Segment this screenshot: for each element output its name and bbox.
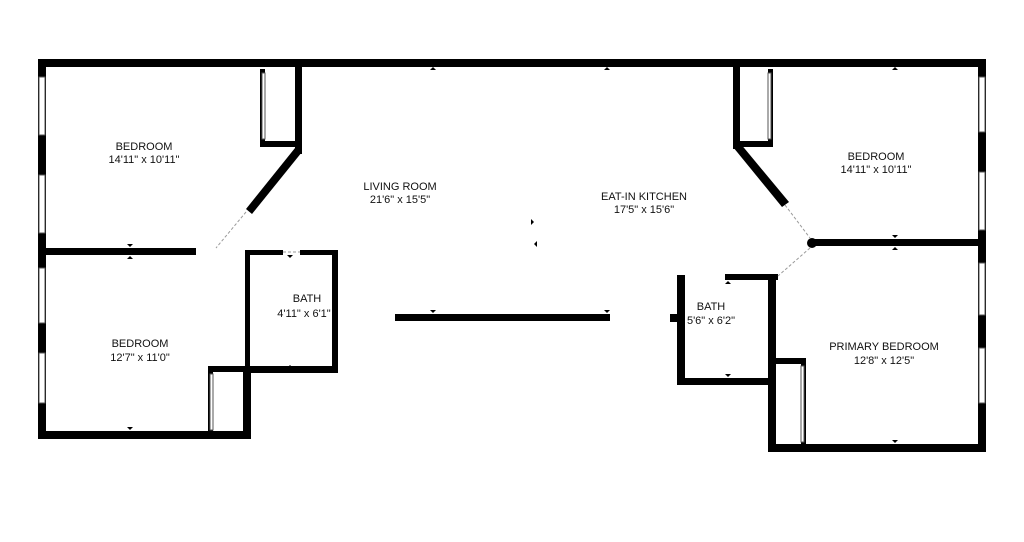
door-swings	[215, 204, 811, 277]
door-swing-nw	[215, 211, 247, 249]
window-e-1	[978, 76, 986, 133]
tick	[892, 440, 898, 443]
tick	[725, 281, 731, 284]
room-name: BEDROOM	[116, 141, 173, 153]
window-e-4	[978, 347, 986, 404]
tick	[127, 244, 133, 247]
wall-bedroom-split-right	[812, 239, 986, 246]
wall-left-bottom	[38, 431, 251, 439]
tick	[531, 219, 534, 225]
wall-bath-right-top	[725, 274, 778, 280]
wall-bath-left-top-b	[300, 250, 338, 255]
tick	[892, 247, 898, 250]
wall-closet-ne-west	[733, 59, 740, 149]
wall-bath-right-west	[677, 275, 685, 385]
wall-bedroom-split-left	[38, 248, 196, 255]
door-swing-ne	[784, 204, 811, 239]
tick	[534, 241, 537, 247]
room-name: LIVING ROOM	[363, 181, 436, 193]
wall-bath-left-west	[245, 250, 250, 370]
wall-bath-right-bottom	[677, 378, 775, 385]
tick	[430, 67, 436, 70]
tick	[604, 67, 610, 70]
window-e-2	[978, 171, 986, 231]
window-w-3	[38, 267, 46, 324]
tick	[127, 256, 133, 259]
windows	[38, 72, 986, 443]
wall-diagonal-ne	[733, 143, 789, 207]
room-labels: BEDROOM 14'11" x 10'11" BEDROOM 12'7" x …	[109, 141, 939, 367]
wall-top	[38, 59, 986, 67]
closet-door-nw	[261, 72, 266, 140]
room-dims: 4'11" x 6'1"	[277, 308, 330, 320]
room-dims: 12'7" x 11'0"	[110, 352, 170, 364]
wall-bath-left-east	[332, 250, 338, 373]
wall-closet-sw-top	[208, 366, 248, 372]
room-dims: 5'6" x 6'2"	[687, 315, 735, 327]
room-bedroom-sw: BEDROOM 12'7" x 11'0"	[110, 338, 170, 364]
wall-left-block-east	[243, 366, 251, 439]
wall-primary-west	[768, 278, 776, 452]
tick	[892, 67, 898, 70]
closet-door-ne	[767, 72, 772, 140]
room-primary-bedroom: PRIMARY BEDROOM 12'8" x 12'5"	[829, 341, 939, 367]
wall-corner-knob	[807, 238, 817, 248]
tick	[430, 310, 436, 313]
room-dims: 14'11" x 10'11"	[841, 164, 912, 176]
wall-closet-nw-bottom	[260, 141, 302, 147]
room-name: PRIMARY BEDROOM	[829, 341, 939, 353]
room-bedroom-nw: BEDROOM 14'11" x 10'11"	[109, 141, 180, 166]
door-swing-primary	[777, 247, 811, 277]
measurement-ticks	[127, 67, 898, 443]
room-name: EAT-IN KITCHEN	[601, 191, 687, 203]
room-bedroom-ne: BEDROOM 14'11" x 10'11"	[841, 151, 912, 176]
room-dims: 14'11" x 10'11"	[109, 154, 180, 166]
wall-closet-ne-bottom	[733, 141, 773, 147]
room-dims: 12'8" x 12'5"	[854, 355, 914, 367]
window-w-1	[38, 76, 46, 136]
wall-center-divider	[395, 314, 610, 321]
wall-closet-nw-east	[295, 59, 302, 154]
wall-bath-right-west-jog	[670, 314, 682, 322]
wall-closet-primary-top	[775, 358, 806, 364]
closet-door-sw	[209, 373, 214, 431]
room-bath-right: BATH 5'6" x 6'2"	[687, 301, 735, 327]
walls	[38, 59, 986, 452]
wall-right	[978, 59, 986, 452]
wall-diagonal-nw	[246, 148, 302, 214]
tick	[127, 427, 133, 430]
room-kitchen: EAT-IN KITCHEN 17'5" x 15'6"	[601, 191, 687, 216]
closet-door-primary	[800, 365, 805, 443]
room-name: BEDROOM	[848, 151, 905, 163]
room-name: BATH	[293, 293, 322, 305]
wall-bath-left-bottom	[243, 366, 338, 373]
room-bath-left: BATH 4'11" x 6'1"	[277, 293, 330, 320]
tick	[892, 235, 898, 238]
room-name: BATH	[697, 301, 726, 313]
window-w-4	[38, 352, 46, 404]
tick	[604, 310, 610, 313]
room-name: BEDROOM	[112, 338, 169, 350]
room-dims: 17'5" x 15'6"	[614, 204, 674, 216]
wall-bath-left-top-a	[245, 250, 283, 255]
room-dims: 21'6" x 15'5"	[370, 194, 430, 206]
tick	[287, 365, 293, 368]
wall-right-bottom	[768, 444, 986, 452]
tick	[725, 374, 731, 377]
window-e-3	[978, 262, 986, 316]
window-w-2	[38, 174, 46, 234]
room-living-room: LIVING ROOM 21'6" x 15'5"	[363, 181, 436, 206]
tick	[287, 255, 293, 258]
